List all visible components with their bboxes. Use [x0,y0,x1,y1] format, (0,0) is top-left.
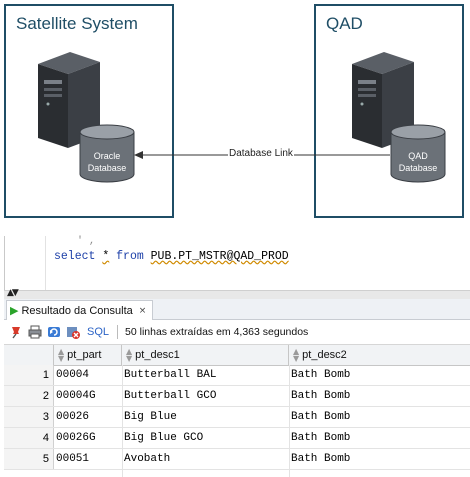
pin-icon[interactable] [9,325,23,339]
toolbar-separator [117,325,119,339]
cell-pt-part[interactable]: 00004 [56,369,90,381]
results-grid: ▲▼ pt_part ▲▼ pt_desc1 ▲▼ pt_desc2 1 000… [4,345,470,477]
cell-pt-part[interactable]: 00026 [56,411,90,423]
cancel-icon[interactable] [66,325,80,339]
row-number: 1 [4,365,54,385]
sort-icon[interactable]: ▲▼ [293,347,300,363]
database-link-label: Database Link [228,148,294,159]
table-row[interactable]: 3 00026 Big Blue Bath Bomb [4,407,470,428]
tab-query-result[interactable]: ▶ Resultado da Consulta × [6,300,154,320]
sql-table-name: PUB.PT_MSTR@QAD_PROD [150,250,289,263]
refresh-icon[interactable] [47,325,61,339]
column-header-label: pt_part [67,349,102,361]
row-number: 2 [4,386,54,406]
satellite-system-box: Satellite System [4,4,174,218]
table-row[interactable]: 1 00004 Butterball BAL Bath Bomb [4,365,470,386]
editor-fragment: ' , [77,236,96,247]
table-row[interactable]: 2 00004G Butterball GCO Bath Bomb [4,386,470,407]
sort-icon[interactable]: ▲▼ [126,347,133,363]
cell-pt-desc1[interactable]: Butterball GCO [124,390,217,402]
cell-pt-desc2[interactable]: Bath Bomb [291,453,351,465]
row-number: 3 [4,407,54,427]
cell-pt-desc1[interactable]: Butterball BAL [124,369,217,381]
close-icon[interactable]: × [138,305,147,316]
print-icon[interactable] [28,325,42,339]
cell-pt-desc2[interactable]: Bath Bomb [291,390,351,402]
cell-pt-desc1[interactable]: Big Blue GCO [124,432,204,444]
qad-title: QAD [326,14,363,33]
column-header-pt-desc2[interactable]: ▲▼ pt_desc2 [289,345,470,365]
database-icon [79,124,135,183]
cell-pt-desc2[interactable]: Bath Bomb [291,432,351,444]
cell-pt-part[interactable]: 00051 [56,453,90,465]
play-icon: ▶ [10,304,19,317]
database-icon [390,124,446,183]
sql-keyword-from: from [116,250,144,263]
collapse-arrows-icon[interactable]: ▲▼ [7,288,19,298]
cell-pt-part[interactable]: 00004G [56,390,96,402]
sql-editor[interactable]: ' , select * from PUB.PT_MSTR@QAD_PROD [4,236,470,290]
sql-keyword-select: select [54,250,96,263]
column-header-label: pt_desc2 [302,349,347,361]
satellite-system-title: Satellite System [16,14,138,33]
qad-box: QAD [314,4,464,218]
cell-pt-desc1[interactable]: Avobath [124,453,171,465]
grid-header: ▲▼ pt_part ▲▼ pt_desc1 ▲▼ pt_desc2 [4,345,470,366]
cell-pt-desc2[interactable]: Bath Bomb [291,411,351,423]
column-header-pt-part[interactable]: ▲▼ pt_part [54,345,122,365]
row-number: 4 [4,428,54,448]
column-header-pt-desc1[interactable]: ▲▼ pt_desc1 [122,345,289,365]
row-number: 5 [4,449,54,469]
table-row[interactable]: 5 00051 Avobath Bath Bomb [4,449,470,470]
qad-db-label-1: QAD [408,151,428,161]
table-row[interactable]: 4 00026G Big Blue GCO Bath Bomb [4,428,470,449]
qad-database: QAD Database [390,124,446,184]
cell-pt-part[interactable]: 00026G [56,432,96,444]
row-number-header [4,345,54,365]
sql-button[interactable]: SQL [87,326,110,338]
tab-query-result-label: Resultado da Consulta [21,304,133,317]
sql-star: * [102,250,110,263]
qad-db-label-2: Database [398,163,438,173]
oracle-db-label-1: Oracle [93,151,121,161]
sort-icon[interactable]: ▲▼ [58,347,65,363]
oracle-database: Oracle Database [79,124,135,184]
column-header-label: pt_desc1 [135,349,180,361]
results-toolbar: SQL 50 linhas extraídas em 4,363 segundo… [4,320,470,345]
column-divider [122,365,123,477]
cell-pt-desc1[interactable]: Big Blue [124,411,177,423]
column-divider [289,365,290,477]
cell-pt-desc2[interactable]: Bath Bomb [291,369,351,381]
fetch-status: 50 linhas extraídas em 4,363 segundos [125,326,309,338]
sql-statement[interactable]: select * from PUB.PT_MSTR@QAD_PROD [54,250,289,263]
oracle-db-label-2: Database [87,163,127,173]
editor-gutter [5,236,46,290]
results-tabbar: ▶ Resultado da Consulta × [4,299,470,320]
